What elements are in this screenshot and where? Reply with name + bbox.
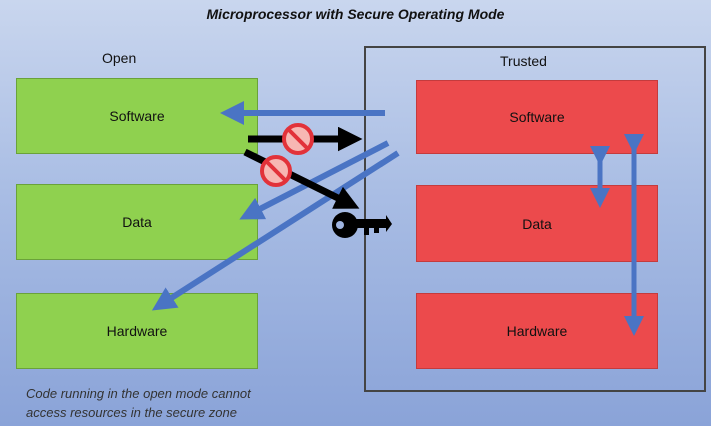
key-icon: [332, 212, 392, 238]
prohibited-icon: [282, 123, 314, 155]
open-software-label: Software: [109, 108, 165, 124]
trusted-zone-label: Trusted: [500, 53, 547, 69]
caption-line-2: access resources in the secure zone: [26, 405, 237, 420]
prohibited-icon: [260, 155, 292, 187]
trusted-to-open-hardware-arrow: [151, 150, 400, 311]
trusted-software-box: Software: [416, 80, 658, 154]
trusted-hardware-box: Hardware: [416, 293, 658, 369]
trusted-to-open-data-arrow: [239, 140, 390, 220]
caption-line-1: Code running in the open mode cannot: [26, 386, 251, 401]
blocked-data-access-arrow: [243, 148, 360, 209]
open-software-box: Software: [16, 78, 258, 154]
open-data-label: Data: [122, 214, 152, 230]
diagram-title: Microprocessor with Secure Operating Mod…: [206, 6, 505, 22]
caption: Code running in the open mode cannot acc…: [26, 384, 251, 422]
trusted-data-box: Data: [416, 185, 658, 262]
open-data-box: Data: [16, 184, 258, 260]
trusted-data-label: Data: [522, 215, 552, 232]
trusted-software-label: Software: [509, 109, 565, 125]
open-zone-label: Open: [102, 50, 137, 66]
open-hardware-box: Hardware: [16, 293, 258, 369]
trusted-hardware-label: Hardware: [506, 323, 568, 339]
open-hardware-label: Hardware: [106, 323, 168, 339]
